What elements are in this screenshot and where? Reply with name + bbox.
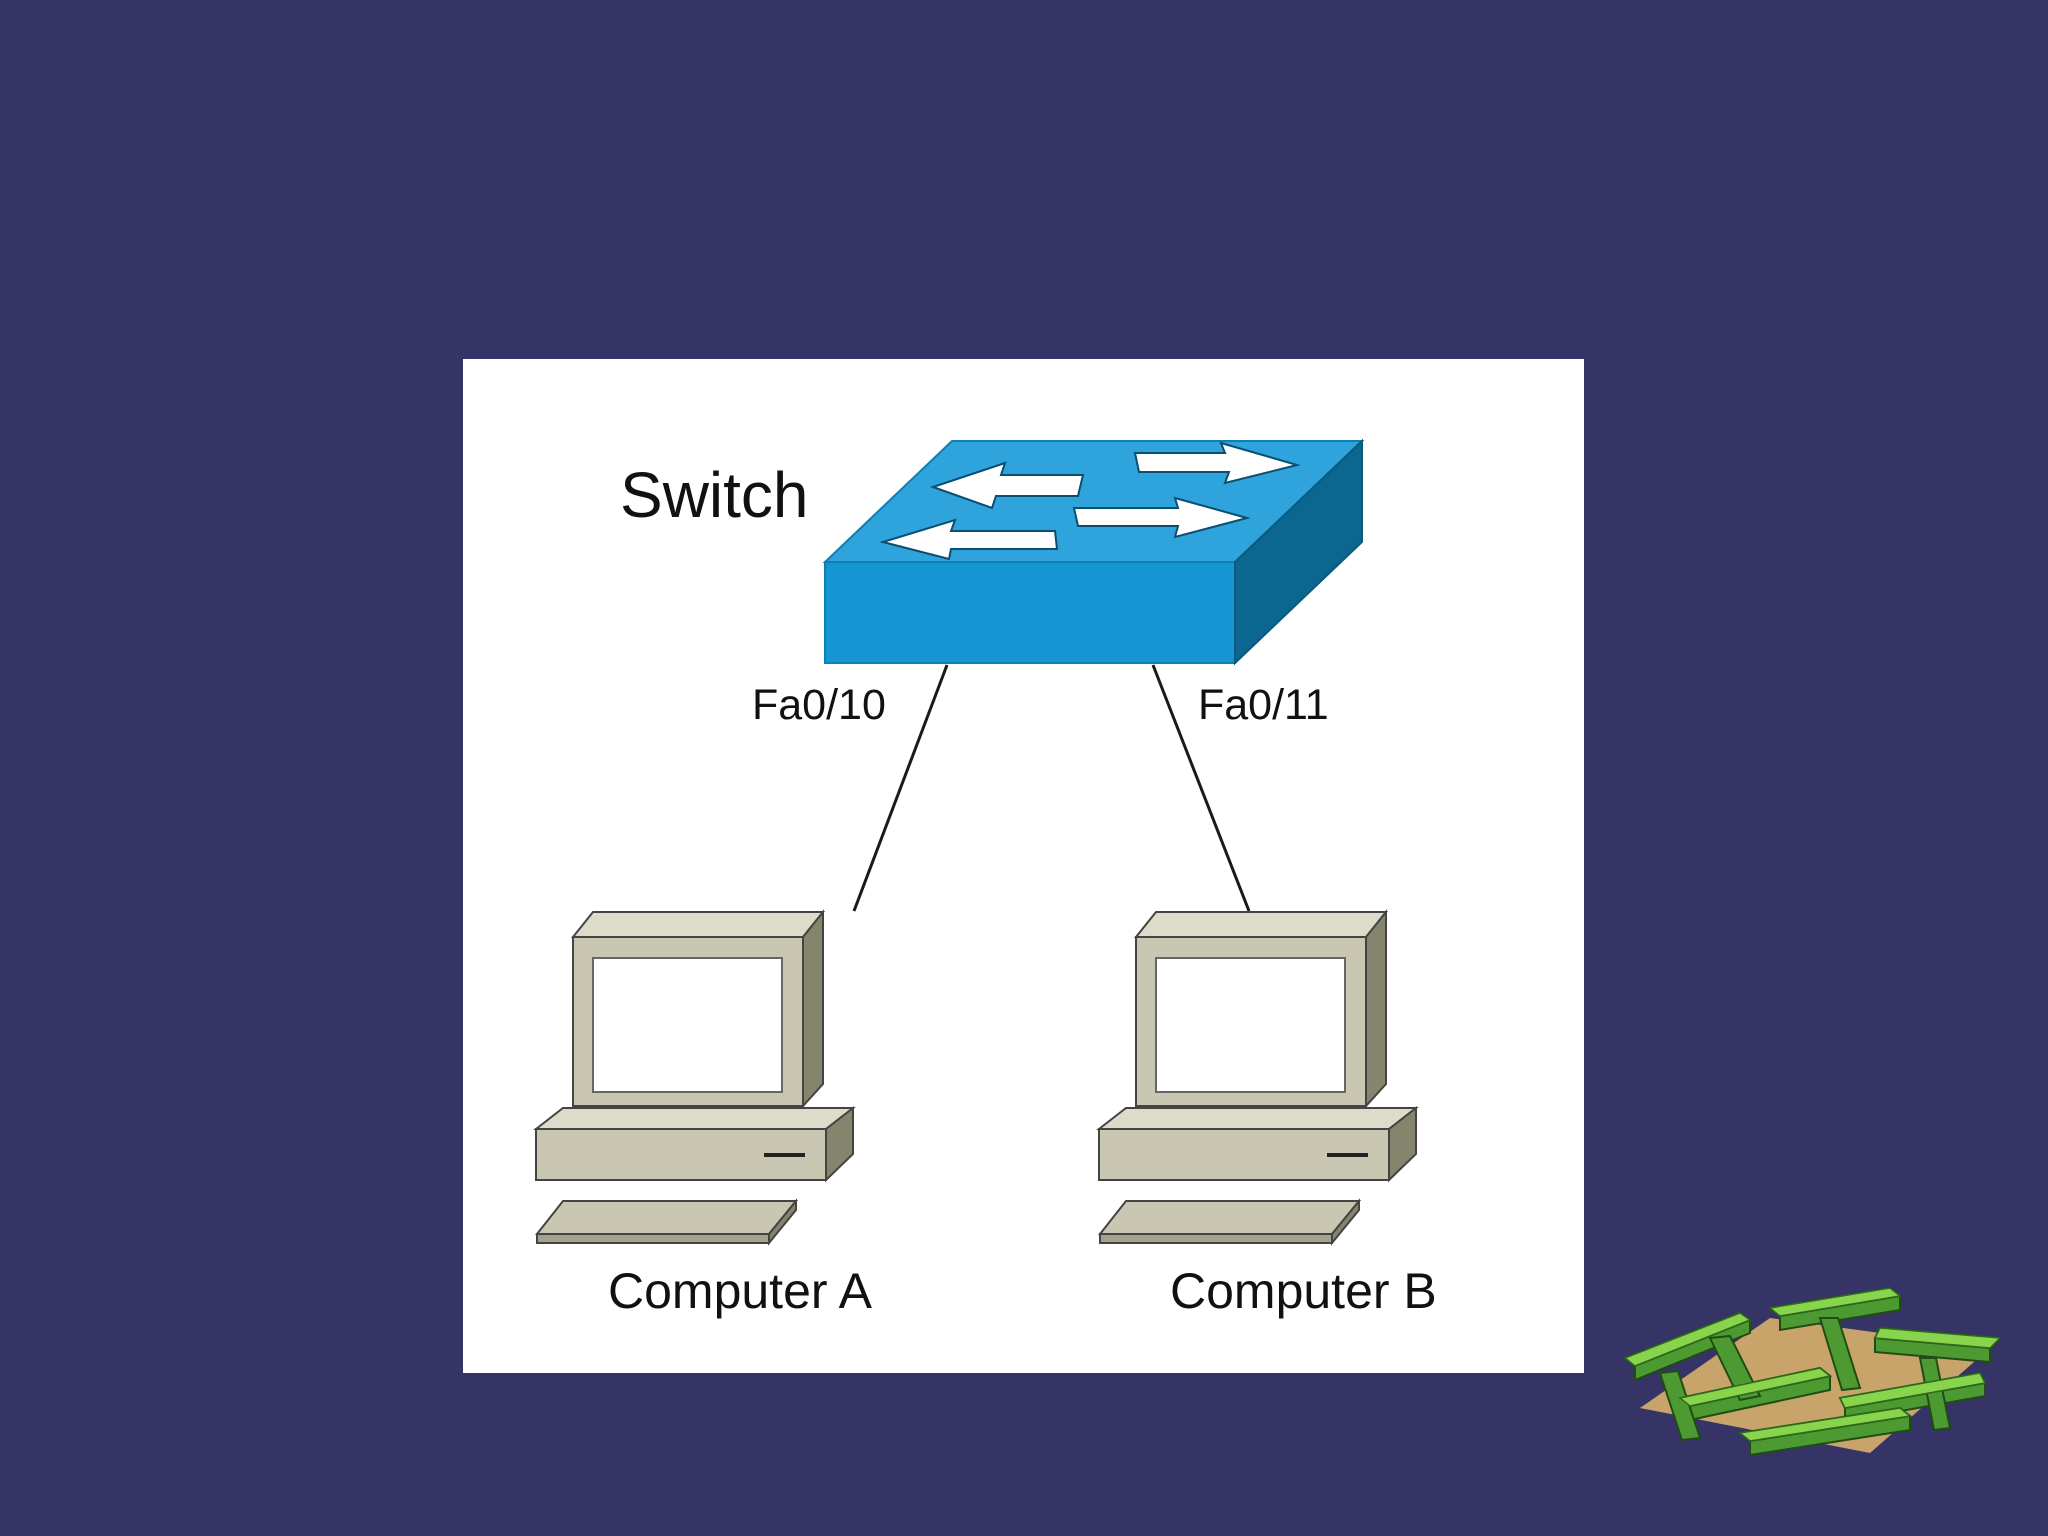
port-label-fa0-11: Fa0/11 xyxy=(1198,681,1329,729)
port-label-fa0-10: Fa0/10 xyxy=(752,681,886,729)
cable-fa0-11 xyxy=(1151,664,1251,912)
switch-icon xyxy=(822,438,1365,666)
computer-b-label: Computer B xyxy=(1170,1263,1437,1319)
computer-a-label: Computer A xyxy=(608,1263,873,1319)
maze-icon xyxy=(1623,1286,2003,1457)
network-diagram: Switch Fa0/10 Fa0/11 Computer A Computer… xyxy=(463,359,1584,1373)
computer-a-icon xyxy=(533,909,856,1246)
computer-b-icon xyxy=(1096,909,1419,1246)
switch-label: Switch xyxy=(620,459,809,531)
cable-fa0-10 xyxy=(852,664,949,912)
diagram-graphics xyxy=(533,438,1419,1246)
